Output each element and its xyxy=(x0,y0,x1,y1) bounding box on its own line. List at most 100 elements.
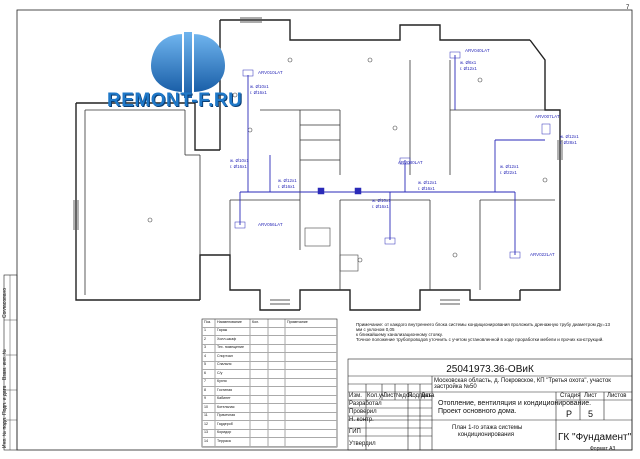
spec-table-cell: 5 xyxy=(204,362,206,366)
project-title-2: Проект основного дома. xyxy=(438,408,517,415)
side-stamp-label: Инв. № подл. xyxy=(2,416,8,448)
spec-table-row: 7 Кухня xyxy=(202,378,337,387)
logo-text: REMONT-F.RU xyxy=(107,90,243,111)
tb-header: Подпись xyxy=(408,393,432,399)
spec-table-cell: 10 xyxy=(204,404,208,409)
windows xyxy=(73,17,563,305)
spec-table: Поз. Наименование Кол. Примечание 1 Гараж… xyxy=(202,319,337,447)
pipe-label: г. Ø16х1 xyxy=(372,204,389,209)
sheet-value: 5 xyxy=(588,409,594,419)
spec-table-cell: 2 xyxy=(204,336,206,341)
side-stamp-label: Взам. инв. № xyxy=(2,349,8,380)
sheets-header: Листов xyxy=(607,393,627,399)
pipe-label: г. Ø16х1 xyxy=(278,184,295,189)
spec-table-cell: 7 xyxy=(204,379,206,383)
side-stamp-label: Подп. и дата xyxy=(2,385,8,415)
indoor-unit-label: ARV022LAT xyxy=(530,252,555,257)
spec-table-row: 4 Спортзал xyxy=(202,353,337,362)
spec-header-cell: Поз. xyxy=(204,320,212,324)
spec-header-cell: Примечание xyxy=(287,320,308,324)
sheet-frame xyxy=(16,9,633,451)
note-line: Примечание: от каждого внутреннего блока… xyxy=(356,322,610,332)
spec-table-cell: 13 xyxy=(204,430,208,434)
fundament-logo-icon xyxy=(151,30,225,100)
indoor-unit-label: ARV007LAT xyxy=(535,114,560,119)
tb-role: Разработал xyxy=(349,401,382,407)
pipe-label: г. Ø28х1 xyxy=(560,140,577,145)
indoor-unit-label: ARV056LAT xyxy=(258,222,283,227)
pipe-label: ж. Ø10х1 xyxy=(230,158,249,163)
spec-table-row: 13 Коридор xyxy=(202,429,337,438)
spec-table-cell: Терраса xyxy=(217,438,231,443)
pipe-label: г. Ø16х1 xyxy=(230,164,247,169)
sheet-header: Лист xyxy=(584,393,598,399)
spec-table-cell: 4 xyxy=(204,353,206,358)
indoor-units xyxy=(234,51,551,259)
pipe-label: ж. Ø12х1 xyxy=(278,178,297,183)
spec-table-cell: Спортзал xyxy=(217,353,233,358)
spec-table-cell: Прачечная xyxy=(217,413,236,417)
spec-table-cell: Кухня xyxy=(217,379,227,383)
sheet-format: Формат А3 xyxy=(590,446,616,452)
refrigerant-piping xyxy=(239,55,545,255)
spec-table-row: 8 Гостиная xyxy=(202,387,337,396)
plan-title: План 1-го этажа системы xyxy=(452,425,523,431)
spec-table-row: 5 Спальня xyxy=(202,361,337,370)
spec-header-cell: Наименование xyxy=(217,320,242,324)
spec-table-cell: 3 xyxy=(204,345,206,349)
spec-table-cell: Спальня xyxy=(217,362,232,366)
indoor-unit-label: ARV010LAT xyxy=(258,70,283,75)
note-line: Точное положение трубопроводов уточнить … xyxy=(356,337,604,342)
project-title: Отопление, вентиляция и кондиционировани… xyxy=(438,400,592,407)
tb-role: Проверил xyxy=(349,409,377,415)
note-line: к ближайшему канализационному стояку. xyxy=(356,332,443,337)
spec-table-cell: Гардероб xyxy=(217,421,233,426)
pipe-label: ж. Ø6х1 xyxy=(460,60,477,65)
spec-table-frame xyxy=(201,318,338,448)
spec-table-cell: Кабинет xyxy=(217,396,231,400)
spec-table-cell: Коридор xyxy=(217,430,232,434)
tb-header: Дата xyxy=(421,393,435,399)
spec-table-cell: С/у xyxy=(217,370,223,375)
stage-value: Р xyxy=(566,409,573,419)
pipe-label: ж. Ø12х1 xyxy=(500,164,519,169)
spec-table-header: Поз. Наименование Кол. Примечание xyxy=(202,319,337,328)
spec-table-cell: 1 xyxy=(204,328,206,332)
project-address: Московская область, д. Покровское, КП "Т… xyxy=(434,378,611,384)
page-number: 7 xyxy=(626,5,630,11)
title-block-grid xyxy=(347,358,633,451)
spec-table-row: 14 Терраса xyxy=(202,438,337,447)
interior-walls xyxy=(84,60,555,295)
spec-table-cell: 14 xyxy=(204,438,208,443)
tb-role: Н. контр. xyxy=(349,417,374,423)
side-stamp: Инв. № подл. Подп. и дата Взам. инв. № С… xyxy=(1,280,11,450)
project-address-2: застройка №50 xyxy=(434,384,477,390)
spec-table-row: 9 Кабинет xyxy=(202,395,337,404)
spec-table-cell: Тех. помещение xyxy=(217,345,245,349)
pipe-label: ж. Ø10х1 xyxy=(250,84,269,89)
indoor-unit-label: ARV080LAT xyxy=(398,160,423,165)
pipe-label: г. Ø12х1 xyxy=(460,66,477,71)
pipe-label: ж. Ø10х1 xyxy=(372,198,391,203)
spec-table-cell: Гараж xyxy=(217,328,228,332)
spec-table-cell: Гостиная xyxy=(217,387,233,392)
tb-role: ГИП xyxy=(349,429,361,435)
drawing-notes: Примечание: от каждого внутреннего блока… xyxy=(356,322,616,342)
spec-table-cell: 8 xyxy=(204,387,206,392)
stage-header: Стадия xyxy=(560,393,581,399)
pipe-label: г. Ø16х1 xyxy=(250,90,267,95)
spec-table-cell: 9 xyxy=(204,396,206,400)
spec-table-row: 1 Гараж xyxy=(202,327,337,336)
spec-header-cell: Кол. xyxy=(252,320,260,324)
side-stamp-label: Согласовано xyxy=(2,287,8,318)
tb-header: Кол.уч. xyxy=(367,393,387,399)
tb-header: Изм. xyxy=(349,393,362,399)
pipe-label: г. Ø22х1 xyxy=(500,170,517,175)
spec-table-cell: Котельная xyxy=(217,404,235,409)
room-fixtures xyxy=(147,57,548,272)
